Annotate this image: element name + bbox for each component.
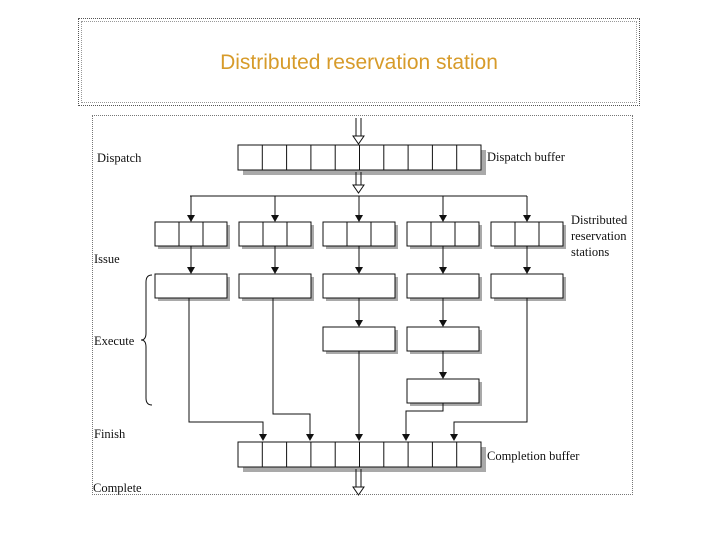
input-double-arrow — [352, 118, 365, 145]
diagram-frame — [92, 115, 633, 495]
stage-label-issue: Issue — [94, 252, 120, 266]
completion-buffer-label: Completion buffer — [487, 449, 580, 463]
column-1 — [154, 196, 267, 441]
stage-label-execute: Execute — [94, 334, 135, 348]
column-5 — [450, 196, 566, 441]
execution-stage — [322, 326, 396, 352]
reservation-station — [322, 221, 396, 247]
reservation-station — [490, 221, 564, 247]
unit-to-completion-arrow — [402, 403, 444, 441]
unit-to-completion-arrow — [450, 298, 528, 441]
column-2 — [238, 196, 314, 441]
stage-label-complete: Complete — [93, 481, 142, 495]
execution-stage — [238, 273, 312, 299]
dispatch-buffer-label: Dispatch buffer — [487, 150, 566, 164]
execution-stage — [490, 273, 564, 299]
dispatch-double-arrow — [352, 172, 365, 194]
unit-to-completion-arrow — [272, 298, 314, 441]
reservation-label-line-1: Distributed — [571, 213, 628, 227]
column-3 — [322, 196, 398, 441]
execution-stage — [406, 273, 480, 299]
reservation-label-line-3: stations — [571, 245, 609, 259]
reservation-station — [238, 221, 312, 247]
column-4 — [402, 196, 482, 441]
reservation-label-line-2: reservation — [571, 229, 627, 243]
unit-to-completion-arrow — [188, 298, 267, 441]
reservation-station — [406, 221, 480, 247]
execution-stage — [406, 378, 480, 404]
execution-stage — [322, 273, 396, 299]
slide-title: Distributed reservation station — [220, 51, 498, 74]
dispatch-buffer — [237, 144, 486, 175]
functional-unit-columns — [154, 196, 566, 441]
stage-label-finish: Finish — [94, 427, 126, 441]
output-double-arrow — [352, 469, 365, 496]
execution-stage — [406, 326, 480, 352]
completion-buffer — [237, 441, 486, 472]
title-box: Distributed reservation station — [78, 18, 640, 106]
reservation-station — [154, 221, 228, 247]
execute-brace — [140, 274, 153, 406]
execution-stage — [154, 273, 228, 299]
stage-label-dispatch: Dispatch — [97, 151, 142, 165]
